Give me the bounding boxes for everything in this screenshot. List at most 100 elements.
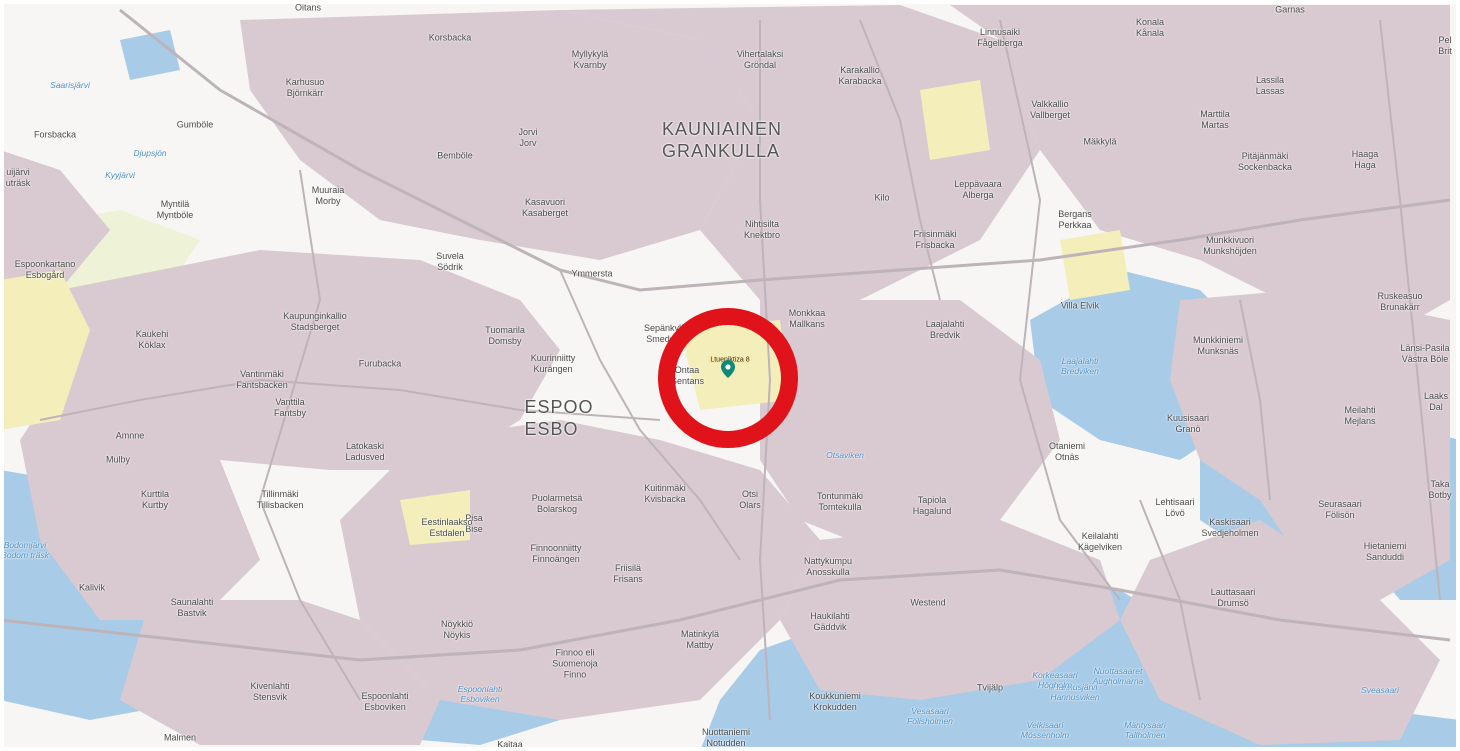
road-9	[1139, 499, 1201, 701]
place-label-20: uijärvi uträsk	[5, 167, 31, 188]
place-label-85: Malmen	[163, 732, 197, 743]
water-label-3: Bodomjärvi Bodom träsk	[1, 540, 49, 560]
industrial-area-2	[400, 490, 470, 545]
place-label-60: Seurasaari Fölisön	[1318, 499, 1362, 520]
road-network	[0, 8, 1451, 721]
place-label-82: Espoonlahti Esboviken	[361, 691, 409, 712]
road-1	[0, 568, 1451, 662]
place-label-35: Sepänkylä Smedsby	[643, 323, 687, 344]
city-label-0: KAUNIAINEN GRANKULLA	[661, 119, 783, 161]
urban-areas	[0, 5, 1450, 745]
urban-area-10	[120, 600, 440, 745]
place-label-50: Laaks Dal	[1423, 391, 1449, 412]
road-10	[1239, 299, 1271, 501]
place-label-10: Gumböle	[176, 119, 214, 130]
place-label-15: Lassila Lassas	[1255, 75, 1285, 96]
place-label-54: Latokaski Ladusved	[345, 441, 385, 462]
place-label-8: Pel Brit	[1438, 35, 1452, 56]
urban-area-11	[0, 150, 110, 300]
water-label-7: Hannusjärvi Hannusviken	[1050, 682, 1100, 702]
water-area-8	[120, 30, 180, 80]
place-label-17: Mäkkylä	[1083, 136, 1117, 147]
road-8	[39, 379, 661, 421]
place-label-21: Myntilä Myntböle	[156, 199, 194, 220]
place-label-75: Kalivik	[78, 582, 106, 593]
place-label-43: Kuurinniitty Kurängen	[530, 353, 576, 374]
water-label-10: Nuottasaaret Augholmarna	[1092, 666, 1144, 686]
place-label-22: Muuraia Morby	[311, 185, 345, 206]
place-label-1: Korsbacka	[428, 32, 472, 43]
place-label-32: Munkkivuori Munkshöjden	[1203, 235, 1257, 256]
place-label-48: Kuusisaari Granö	[1166, 413, 1210, 434]
road-4	[1379, 19, 1441, 601]
place-label-36: Monkkaa Mallkans	[788, 308, 826, 329]
place-label-84: Tvijälp	[976, 682, 1004, 693]
road-7	[859, 19, 941, 301]
place-label-76: Saunalahti Bastvik	[170, 597, 214, 618]
place-label-19: Haaga Haga	[1351, 149, 1379, 170]
urban-area-8	[780, 520, 1120, 700]
urban-area-9	[1120, 520, 1440, 745]
place-label-66: Keilalahti Kägelviken	[1077, 531, 1123, 552]
place-label-33: Kaupunginkallio Stadsberget	[283, 311, 347, 332]
place-label-79: Matinkylä Mattby	[680, 629, 720, 650]
place-label-87: Nuottaniemi Notudden	[701, 727, 751, 748]
water-label-12: Mäntysaari Tallholmen	[1124, 720, 1166, 740]
place-label-11: Forsbacka	[33, 129, 77, 140]
water-label-8: Vesasaari Fölisholmen	[907, 706, 953, 726]
place-label-46: Länsi-Pasila Västra Böle	[1400, 343, 1450, 364]
urban-area-5	[20, 380, 260, 620]
place-label-68: Hietaniemi Sanduddi	[1363, 541, 1407, 562]
map-pin-icon[interactable]	[721, 360, 735, 378]
highlight-ring	[658, 308, 798, 448]
water-label-6: Espoonlahti Esboviken	[457, 684, 503, 704]
city-label-1: ESPOO ESBO	[524, 397, 594, 439]
place-label-74: Lauttasaari Drumsö	[1210, 587, 1256, 608]
place-label-55: Kuitinmäki Kvisbacka	[644, 483, 686, 504]
water-label-13: Sveasaari	[1361, 685, 1399, 695]
urban-area-4	[60, 250, 560, 470]
place-label-61: Taka Botby	[1428, 479, 1452, 500]
place-label-70: Finnoonniitty Finnoängen	[530, 543, 582, 564]
place-label-7: Garnas	[1275, 4, 1305, 15]
place-label-53: Mulby	[105, 454, 131, 465]
road-5	[259, 169, 361, 701]
place-label-47: Vanttila Fantsby	[273, 397, 307, 418]
industrial-area-3	[920, 80, 990, 160]
place-label-40: Kaukehi Köklax	[135, 329, 169, 350]
place-label-25: Leppävaara Alberga	[954, 179, 1002, 200]
urban-area-2	[950, 5, 1450, 340]
place-label-2: Myllykylä Kvarnby	[571, 49, 609, 70]
place-label-34: Tuomarila Domsby	[485, 325, 525, 346]
place-label-18: Pitäjänmäki Sockenbacka	[1237, 151, 1293, 172]
road-0	[119, 8, 1451, 292]
place-label-67: Kaskisaari Svedjeholmen	[1201, 517, 1259, 538]
place-label-56: Otsi Olars	[739, 489, 761, 510]
place-label-0: Oitans	[294, 2, 322, 13]
water-label-2: Kyyjärvi	[105, 170, 135, 180]
place-label-38: Villa Elvik	[1060, 300, 1100, 311]
urban-area-7	[760, 300, 1060, 560]
water-label-1: Djupsjön	[133, 148, 167, 158]
place-label-78: Haukilahti Gäddvik	[810, 611, 850, 632]
water-label-4: Laajalahti Bredviken	[1061, 356, 1099, 376]
urban-area-3	[1170, 290, 1450, 600]
urban-area-0	[240, 10, 760, 260]
place-label-29: Suvela Södrik	[436, 251, 464, 272]
road-6	[559, 269, 741, 561]
place-label-27: Bergans Perkkaa	[1058, 209, 1092, 230]
place-label-63: Tillinmäki Tillisbacken	[256, 489, 304, 510]
place-label-39: Ruskeasuo Brunakärr	[1377, 291, 1423, 312]
place-label-6: Konala Kånala	[1135, 17, 1165, 38]
place-label-51: Otaniemi Otnäs	[1048, 441, 1086, 462]
place-label-80: Finnoo eli Suomenoja Finno	[552, 647, 598, 680]
urban-area-1	[560, 5, 1040, 300]
place-label-65: Pisa Bise	[465, 513, 483, 534]
place-label-5: Linnusaiki Fågelberga	[977, 27, 1023, 48]
place-label-59: Lehtisaari Lövö	[1155, 497, 1195, 518]
place-label-13: Jorvi Jorv	[518, 127, 538, 148]
place-label-69: Eestinlaakso Estdalen	[421, 517, 473, 538]
place-label-52: Amnne	[115, 430, 145, 441]
water-label-0: Saarisjärvi	[50, 80, 90, 90]
